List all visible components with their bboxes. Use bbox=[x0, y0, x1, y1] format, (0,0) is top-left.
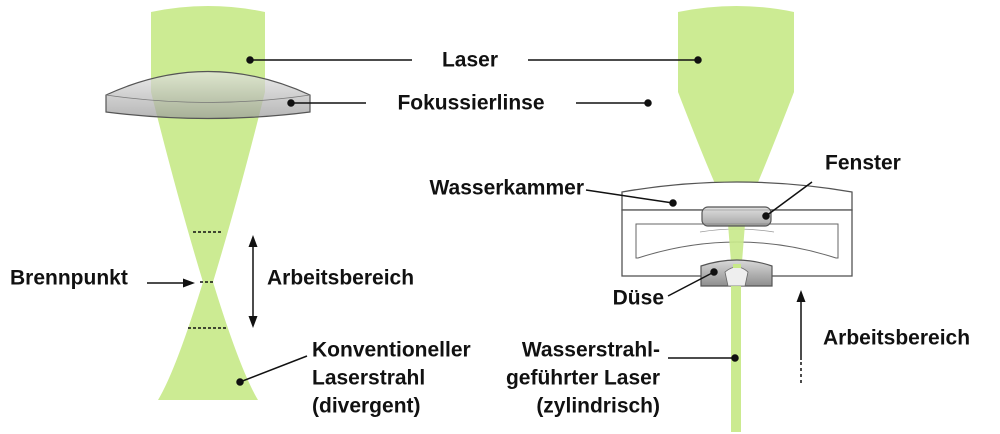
conventional-laser-setup bbox=[105, 6, 311, 400]
conventional-laser-beam bbox=[151, 6, 265, 400]
waterjet-laser-setup bbox=[621, 6, 853, 432]
waterjet-laser-beam-chamber bbox=[728, 224, 745, 262]
label-wasserkammer: Wasserkammer bbox=[430, 177, 585, 200]
label-konventioneller-line2: Laserstrahl bbox=[312, 367, 425, 390]
label-wasserstrahl-line1: Wasserstrahl- bbox=[522, 339, 660, 362]
label-arbeitsbereich-right: Arbeitsbereich bbox=[823, 327, 970, 350]
label-fokussierlinse: Fokussierlinse bbox=[397, 92, 544, 115]
label-duese: Düse bbox=[613, 287, 664, 310]
label-brennpunkt: Brennpunkt bbox=[10, 267, 128, 290]
label-fenster: Fenster bbox=[825, 152, 901, 175]
label-laser: Laser bbox=[442, 49, 498, 72]
label-wasserstrahl-line3: (zylindrisch) bbox=[536, 395, 660, 418]
leader-lines bbox=[236, 56, 813, 386]
label-arbeitsbereich-left: Arbeitsbereich bbox=[267, 267, 414, 290]
left-focusing-lens bbox=[105, 71, 311, 120]
label-konventioneller-line3: (divergent) bbox=[312, 395, 421, 418]
label-konventioneller-line1: Konventioneller bbox=[312, 339, 471, 362]
right-working-range-arrow bbox=[796, 290, 806, 386]
label-wasserstrahl-line2: geführter Laser bbox=[506, 367, 660, 390]
chamber-window bbox=[701, 206, 772, 227]
brennpunkt-arrow bbox=[147, 278, 195, 288]
left-working-range-arrow bbox=[248, 235, 258, 328]
labels: Laser Fokussierlinse Brennpunkt Arbeitsb… bbox=[10, 49, 970, 418]
waterjet-laser-beam-upper bbox=[678, 6, 794, 215]
nozzle bbox=[700, 259, 773, 287]
